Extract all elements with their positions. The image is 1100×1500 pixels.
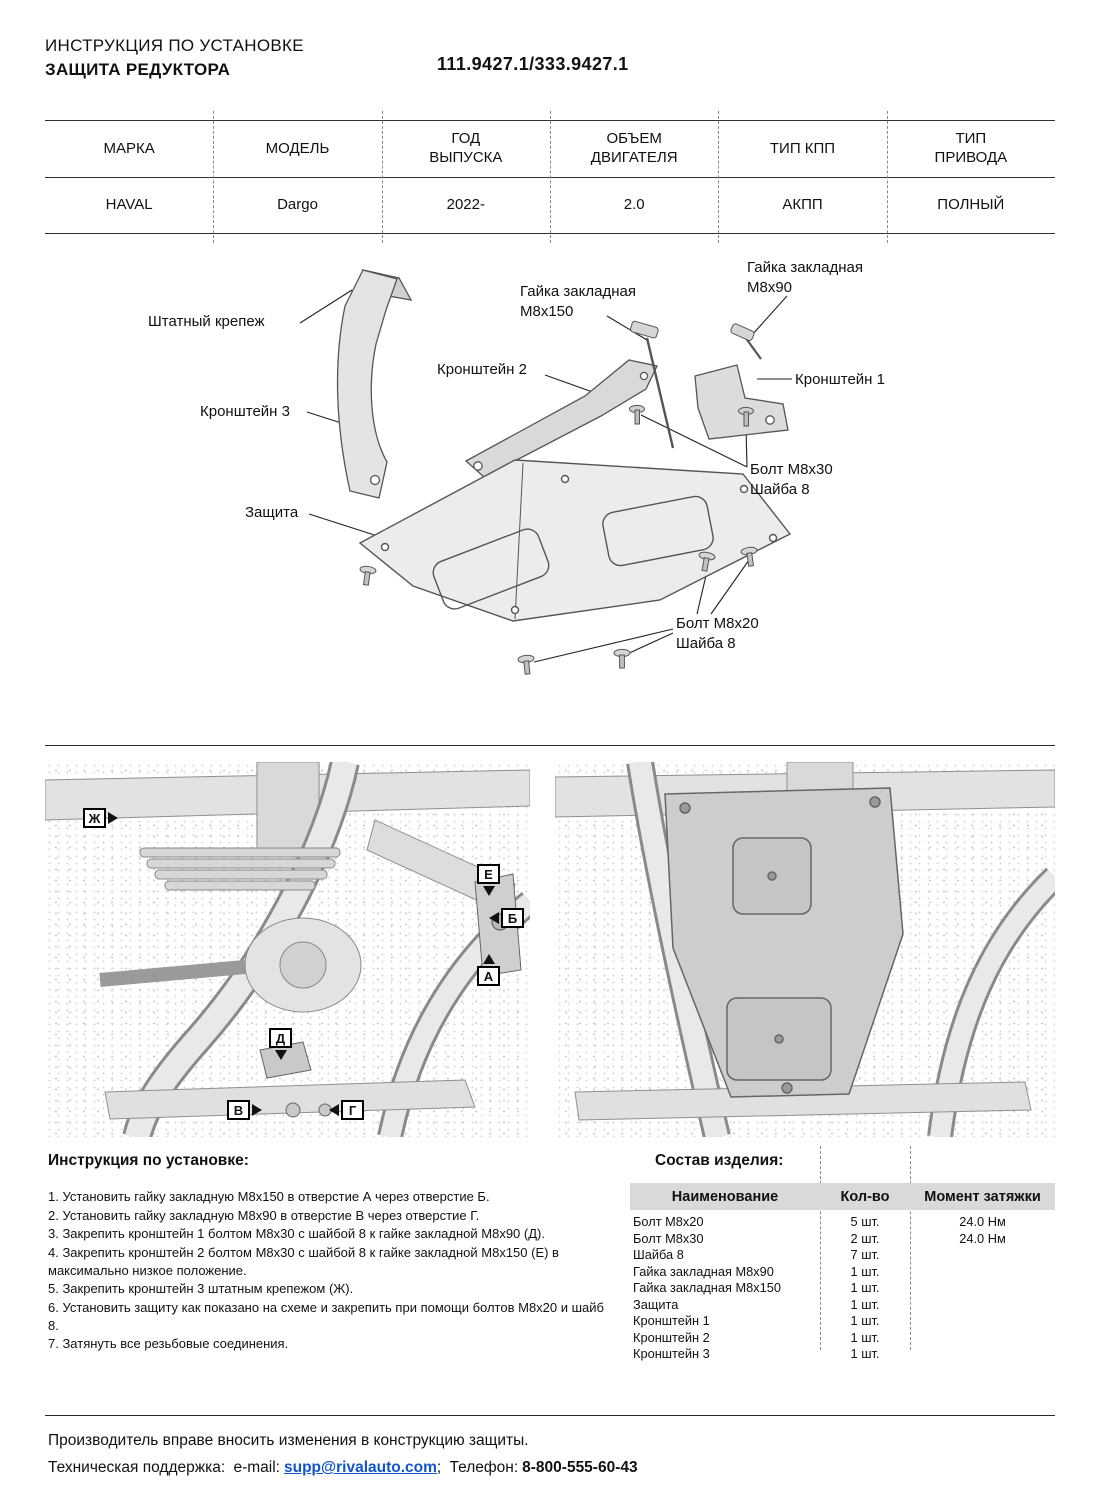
vehicle-value-year: 2022- [446, 196, 485, 214]
table-divider [381, 111, 383, 243]
table-divider [213, 111, 215, 243]
table-divider [886, 111, 888, 243]
vehicle-col-header-gearbox: ТИП КПП [769, 139, 836, 157]
table-divider [718, 111, 720, 243]
instructions-title: Инструкция по установке: [48, 1152, 249, 1169]
vehicle-col-header-drive: ТИП ПРИВОДА [934, 130, 1008, 166]
arrow-left-icon [489, 912, 499, 924]
instruction-step: 7. Затянуть все резьбовые соединения. [48, 1336, 289, 1352]
vehicle-value-gearbox: АКПП [782, 196, 823, 214]
leaf-spring-drawing [139, 847, 341, 891]
diagram-label-shtatny-krepezh: Штатный крепеж [148, 313, 265, 330]
footer-disclaimer: Производитель вправе вносить изменения в… [48, 1432, 529, 1449]
bolts-m8x20-drawing [359, 546, 758, 675]
diagram-label-bracket-3: Кронштейн 3 [200, 403, 290, 420]
bolt-m8x30-drawing [629, 404, 754, 427]
phone-label: Телефон: [449, 1459, 519, 1476]
divider-line [45, 1415, 1055, 1416]
diagram-label-zashita: Защита [245, 504, 299, 521]
doc-subtitle: ЗАЩИТА РЕДУКТОРА [45, 60, 231, 79]
arrow-up-icon [482, 954, 495, 964]
nut-m8x150-drawing [630, 320, 675, 449]
marker-b: Б [489, 908, 524, 928]
footer-support: Техническая поддержка: e-mail:supp@rival… [48, 1459, 642, 1477]
instruction-step: 2. Установить гайку закладную М8х90 в от… [48, 1207, 480, 1223]
vehicle-col-header-engine: ОБЪЕМ ДВИГАТЕЛЯ [590, 130, 678, 166]
bracket-1-drawing [694, 364, 789, 440]
support-label: Техническая поддержка: [48, 1459, 226, 1476]
photo-installed-plate [555, 762, 1055, 1137]
marker-v: В [227, 1100, 262, 1120]
instruction-step: 3. Закрепить кронштейн 1 болтом М8х30 с … [48, 1226, 545, 1242]
vehicle-col-header-model: МОДЕЛЬ [265, 139, 330, 157]
parts-title: Состав изделия: [655, 1152, 784, 1169]
diagram-label-bracket-2: Кронштейн 2 [437, 361, 527, 378]
instruction-step: 6. Установить защиту как показано на схе… [48, 1300, 604, 1333]
marker-g: Г [329, 1100, 364, 1120]
parts-col-header-torque: Момент затяжки [924, 1188, 1041, 1205]
vehicle-spec-table: МАРКА МОДЕЛЬ ГОД ВЫПУСКА ОБЪЕМ ДВИГАТЕЛЯ… [45, 111, 1055, 243]
parts-col-header-qty: Кол-во [840, 1188, 890, 1205]
arrow-right-icon [252, 1104, 262, 1116]
installation-steps: 1. Установить гайку закладную М8х150 в о… [48, 1188, 613, 1354]
doc-title: ИНСТРУКЦИЯ ПО УСТАНОВКЕ [45, 36, 304, 55]
instruction-step: 5. Закрепить кронштейн 3 штатным крепежо… [48, 1281, 354, 1297]
vehicle-col-header-brand: МАРКА [103, 139, 155, 157]
vehicle-value-brand: HAVAL [105, 196, 153, 214]
parts-col-header-name: Наименование [671, 1188, 779, 1205]
underbody-drawing-right [555, 762, 1055, 1137]
vehicle-value-model: Dargo [277, 196, 318, 214]
support-email-link[interactable]: supp@rivalauto.com [283, 1459, 437, 1476]
nut-m8x90-drawing [730, 323, 762, 360]
bracket-3-drawing [336, 268, 413, 499]
diagram-label-nut-m8x90: Гайка закладная М8х90 [747, 259, 863, 296]
table-divider [910, 1146, 911, 1350]
email-label: e-mail: [233, 1459, 280, 1476]
diagram-label-bracket-1: Кронштейн 1 [795, 371, 885, 388]
exploded-diagram: Гайка закладная М8х90 Гайка закладная М8… [45, 248, 1055, 745]
after-email: ; [436, 1459, 442, 1476]
skid-plate-drawing [358, 459, 792, 622]
vehicle-col-header-year: ГОД ВЫПУСКА [429, 130, 503, 166]
arrow-left-icon [329, 1104, 339, 1116]
support-phone: 8-800-555-60-43 [522, 1459, 638, 1476]
parts-list-table: Наименование Кол-во Момент затяжки Болт … [630, 1183, 1055, 1363]
part-number: 111.9427.1/333.9427.1 [437, 54, 629, 74]
diagram-label-bolt-m8x30: Болт М8х30 Шайба 8 [750, 461, 833, 498]
photo-mounting-points: Ж Е Б А Д В Г [45, 762, 530, 1137]
table-divider [550, 111, 551, 243]
instruction-step: 4. Закрепить кронштейн 2 болтом М8х30 с … [48, 1245, 559, 1278]
marker-d: Д [269, 1028, 292, 1060]
arrow-down-icon [274, 1050, 287, 1060]
marker-a: А [477, 954, 500, 986]
marker-e: Е [477, 864, 500, 896]
vehicle-value-engine: 2.0 [623, 196, 645, 214]
installed-plate-drawing [664, 787, 904, 1098]
marker-zh: Ж [83, 808, 118, 828]
divider-line [45, 745, 1055, 746]
exploded-diagram-drawing [299, 268, 792, 675]
differential-drawing [99, 917, 362, 1013]
instruction-step: 1. Установить гайку закладную М8х150 в о… [48, 1189, 490, 1204]
arrow-down-icon [482, 886, 495, 896]
vehicle-value-drive: ПОЛНЫЙ [937, 196, 1005, 214]
diagram-label-nut-m8x150: Гайка закладная М8х150 [520, 283, 636, 320]
diagram-label-bolt-m8x20: Болт М8х20 Шайба 8 [676, 615, 759, 652]
table-divider [820, 1146, 821, 1350]
callout-lines [299, 289, 792, 663]
arrow-right-icon [108, 812, 118, 824]
